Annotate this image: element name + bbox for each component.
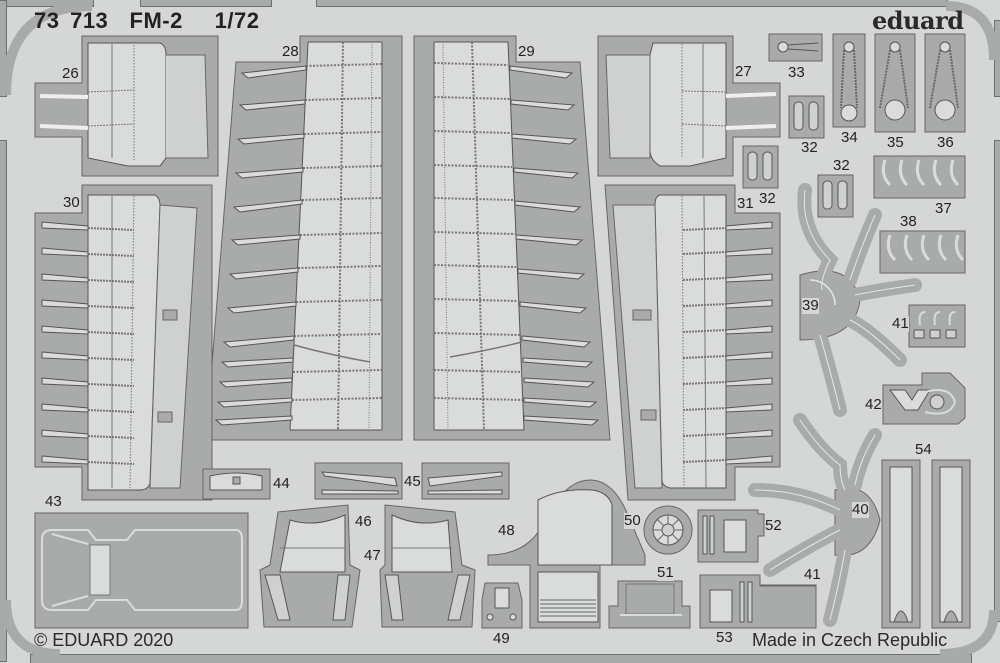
part-label-50: 50	[624, 512, 641, 529]
part-label-45: 45	[404, 473, 421, 490]
part-label-36: 36	[937, 134, 954, 151]
part-label-43: 43	[45, 493, 62, 510]
part-52	[697, 509, 765, 563]
part-label-40: 40	[852, 501, 869, 518]
part-label-46: 46	[355, 513, 372, 530]
part-label-31: 31	[737, 195, 754, 212]
part-label-41a: 41	[892, 315, 909, 332]
part-label-47: 47	[364, 547, 381, 564]
part-label-26: 26	[62, 65, 79, 82]
part-50	[643, 505, 693, 555]
part-26	[34, 35, 219, 177]
frame-bottom	[30, 654, 972, 663]
part-34	[832, 33, 866, 128]
frame-left-top	[0, 0, 7, 97]
part-label-32c: 32	[833, 157, 850, 174]
part-label-44: 44	[273, 475, 290, 492]
frame-top-middle	[140, 0, 272, 7]
part-label-48: 48	[498, 522, 515, 539]
part-39	[797, 183, 922, 417]
part-label-41b: 41	[804, 566, 821, 583]
part-label-32a: 32	[801, 139, 818, 156]
part-label-54: 54	[915, 441, 932, 458]
part-43	[34, 512, 249, 629]
part-32-top	[788, 95, 825, 139]
part-44	[202, 468, 271, 500]
part-37	[873, 155, 966, 199]
part-33	[768, 33, 823, 62]
part-27	[597, 35, 781, 177]
part-49	[481, 582, 523, 629]
part-42	[882, 372, 966, 425]
part-28	[205, 35, 403, 441]
part-32-right	[817, 174, 854, 218]
part-48	[487, 479, 646, 629]
part-label-32b: 32	[759, 190, 776, 207]
made-in-text: Made in Czech Republic	[752, 630, 948, 650]
part-40	[748, 413, 882, 627]
part-51	[608, 580, 691, 629]
part-32-left	[742, 145, 779, 189]
part-label-28: 28	[282, 43, 299, 60]
part-label-38: 38	[900, 213, 917, 230]
part-36	[924, 33, 966, 133]
part-38	[879, 230, 966, 274]
part-53	[699, 574, 817, 629]
part-label-42: 42	[865, 396, 882, 413]
part-47	[379, 504, 476, 628]
copyright-text: © EDUARD 2020	[34, 630, 174, 650]
part-label-37: 37	[935, 200, 952, 217]
part-label-27: 27	[735, 63, 752, 80]
part-label-53: 53	[716, 629, 733, 646]
part-label-34: 34	[841, 129, 858, 146]
part-label-52: 52	[765, 517, 782, 534]
part-label-35: 35	[887, 134, 904, 151]
sheet-title: 73 713 FM-2 1/72	[34, 8, 260, 33]
eduard-logo: eduard	[872, 6, 964, 35]
part-label-29: 29	[518, 43, 535, 60]
part-54	[881, 459, 971, 629]
part-29	[413, 35, 611, 441]
part-31	[604, 184, 781, 501]
part-35	[874, 33, 916, 133]
part-label-39: 39	[802, 297, 819, 314]
part-41-top	[908, 304, 966, 348]
part-46	[259, 504, 361, 628]
part-label-49: 49	[493, 630, 510, 647]
part-label-30: 30	[63, 194, 80, 211]
part-label-33: 33	[788, 64, 805, 81]
part-45	[314, 462, 510, 500]
part-label-51: 51	[657, 564, 674, 581]
part-30	[34, 184, 213, 501]
